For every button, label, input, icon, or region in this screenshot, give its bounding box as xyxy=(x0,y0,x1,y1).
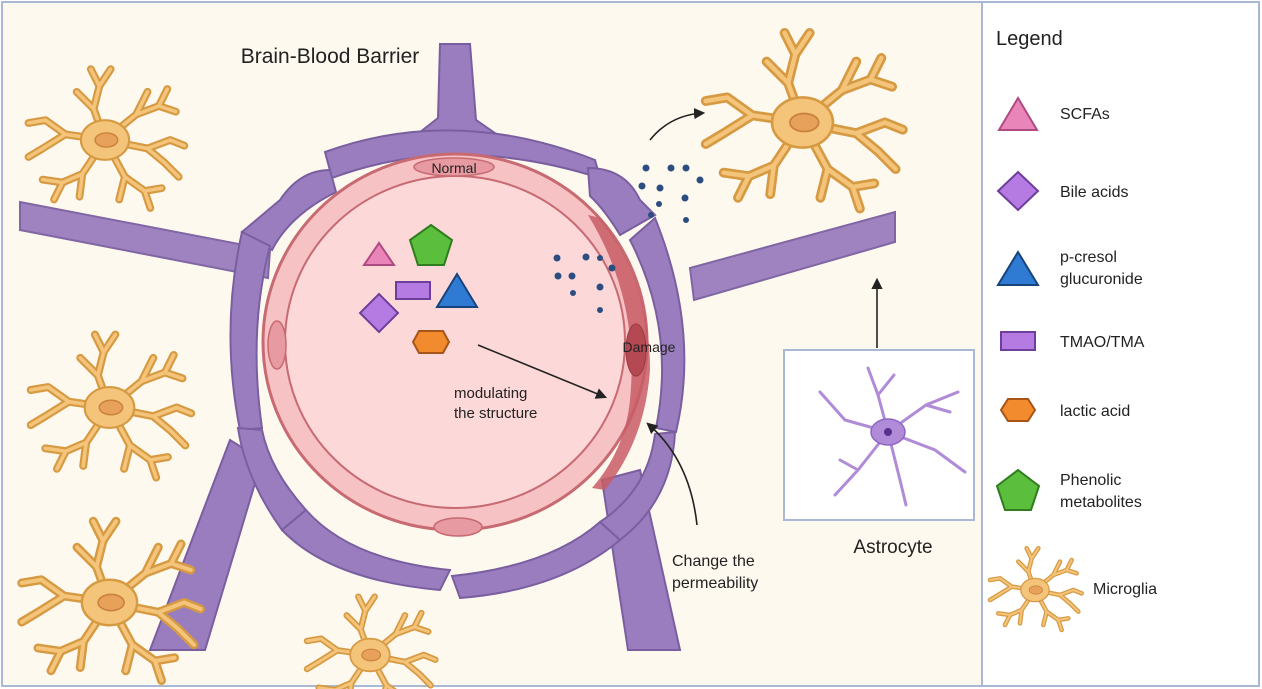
tmao-rectangle xyxy=(395,281,431,300)
normal-label: Normal xyxy=(431,160,476,176)
legend-label-p-cresol-2: glucuronide xyxy=(1060,271,1143,288)
p-cresol-triangle xyxy=(435,272,479,308)
diagram-title: Brain-Blood Barrier xyxy=(241,45,420,68)
legend-diamond-icon xyxy=(996,170,1040,212)
vessel-lumen xyxy=(284,175,626,509)
legend-label-microglia: Microglia xyxy=(1093,581,1157,598)
bile-acid-diamond xyxy=(358,292,400,334)
endothelial-nucleus xyxy=(433,517,483,537)
damaged-endothelium xyxy=(588,215,650,490)
metabolites-in-lumen xyxy=(358,223,479,354)
scfa-triangle xyxy=(362,241,396,266)
legend-triangle-icon xyxy=(997,96,1039,131)
legend-label-scfas: SCFAs xyxy=(1060,106,1110,123)
damage-label: Damage xyxy=(623,339,676,355)
legend-label-lactic-acid: lactic acid xyxy=(1060,403,1130,420)
endothelial-nucleus xyxy=(413,157,495,177)
leaking-particles xyxy=(553,164,704,313)
astrocyte-nucleus xyxy=(884,428,892,436)
legend-label-phenolic-1: Phenolic xyxy=(1060,472,1121,489)
astrocyte-label: Astrocyte xyxy=(853,537,932,558)
permeability-label-line1: Change the xyxy=(672,553,755,570)
endothelial-nucleus xyxy=(267,320,287,370)
legend-triangle-icon xyxy=(996,250,1040,286)
legend-rectangle-icon xyxy=(1000,331,1036,351)
modulating-arrow xyxy=(477,344,608,399)
endothelial-nucleus xyxy=(625,323,647,377)
permeability-label-line2: permeability xyxy=(672,575,758,592)
legend-pentagon-icon xyxy=(995,468,1041,511)
phenolic-pentagon xyxy=(408,223,454,266)
legend-label-bile-acids: Bile acids xyxy=(1060,184,1128,201)
lactic-acid-hexagon xyxy=(411,330,451,354)
legend-heading: Legend xyxy=(996,28,1063,50)
legend-label-p-cresol-1: p-cresol xyxy=(1060,249,1117,266)
microglia-activation-arrow xyxy=(649,107,706,141)
modulating-label-line1: modulating xyxy=(454,385,527,402)
permeability-arrow xyxy=(646,422,698,526)
legend-label-phenolic-2: metabolites xyxy=(1060,494,1142,511)
modulating-label-line2: the structure xyxy=(454,405,537,422)
astrocyte-endfeet xyxy=(19,43,896,651)
legend-hexagon-icon xyxy=(999,398,1037,422)
legend-label-tmao: TMAO/TMA xyxy=(1060,334,1145,351)
